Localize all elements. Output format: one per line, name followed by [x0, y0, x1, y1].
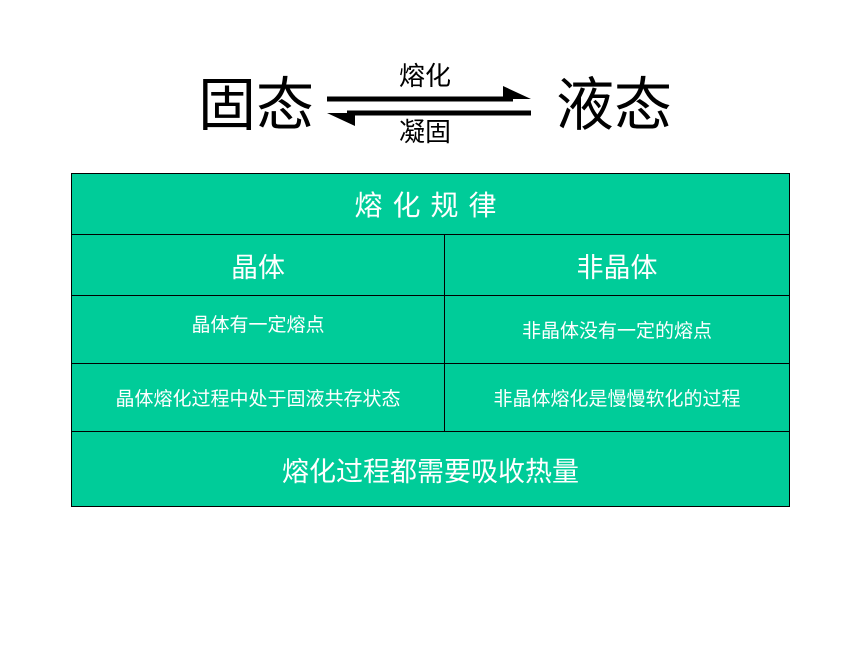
- table-title: 熔化规律: [71, 173, 790, 235]
- crystal-melting-point-cell: 晶体有一定熔点: [191, 314, 325, 336]
- crystal-process-cell: 晶体熔化过程中处于固液共存状态: [71, 363, 445, 432]
- forward-arrow-icon: [327, 86, 531, 102]
- table-row: 晶体有一定熔点 非晶体没有一定的熔点: [71, 295, 790, 364]
- solidification-label: 凝固: [399, 118, 452, 148]
- header-crystal: 晶体: [71, 234, 445, 296]
- amorphous-process-cell: 非晶体熔化是慢慢软化的过程: [444, 363, 790, 432]
- liquid-state-label: 液态: [556, 71, 673, 139]
- table-footer: 熔化过程都需要吸收热量: [71, 431, 790, 507]
- table-row: 晶体熔化过程中处于固液共存状态 非晶体熔化是慢慢软化的过程: [71, 363, 790, 432]
- melting-rules-table: 熔化规律 晶体 非晶体 晶体有一定熔点 非晶体没有一定的熔点 晶体熔化过程中处于…: [71, 173, 790, 507]
- amorphous-melting-point-cell: 非晶体没有一定的熔点: [444, 295, 790, 364]
- solid-state-label: 固态: [198, 71, 315, 139]
- reversible-arrows: [327, 86, 531, 126]
- melting-label: 熔化: [399, 62, 452, 92]
- backward-arrow-icon: [327, 110, 531, 126]
- header-amorphous: 非晶体: [444, 234, 790, 296]
